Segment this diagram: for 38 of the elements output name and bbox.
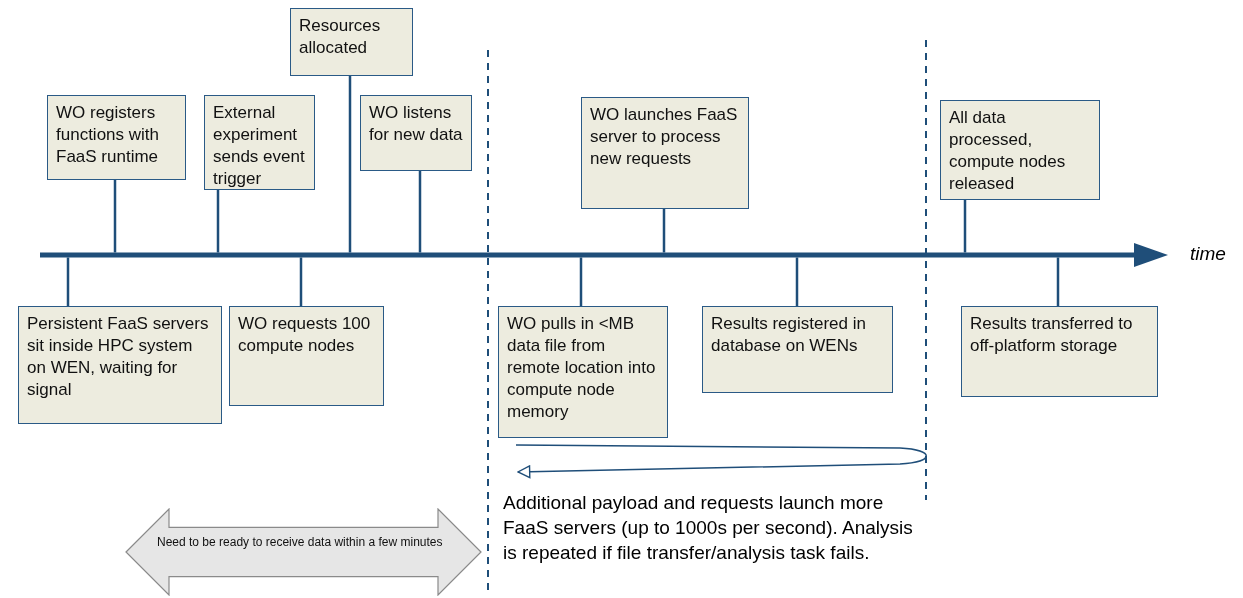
event-box (940, 100, 1100, 200)
event-text: WO listens for new data (369, 102, 463, 146)
stem-line (113, 180, 117, 253)
time-axis (40, 243, 1168, 267)
stem-line (66, 257, 70, 306)
event-text: Results registered in database on WENs (711, 313, 867, 357)
event-text: External experiment sends event trigger (213, 102, 306, 190)
event-text: Resources allocated (299, 15, 382, 59)
event-box (498, 306, 668, 438)
event-text: Results transferred to off-platform storage (970, 313, 1134, 357)
double-arrow (125, 508, 482, 596)
stem-line (299, 257, 303, 306)
event-box (581, 97, 749, 209)
stem-line (795, 257, 799, 306)
stem-line (579, 257, 583, 306)
event-text: All data processed, compute nodes released (949, 107, 1067, 195)
note-text: Additional payload and requests launch more FaaS servers (up to 1000s per second). Analysis is repeated if file transfer/analysis task fails. (503, 491, 913, 565)
stem-line (216, 190, 220, 253)
event-box (229, 306, 384, 406)
stem-line (662, 209, 666, 253)
event-box (702, 306, 893, 393)
event-text: WO launches FaaS server to process new requests (590, 104, 739, 170)
stem-line (1056, 257, 1060, 306)
event-box (18, 306, 222, 424)
arrow-text: Need to be ready to receive data within a few minutes (157, 534, 444, 551)
stem-line (418, 171, 422, 253)
event-box (360, 95, 472, 171)
event-text: WO pulls in <MB data file from remote location into compute node memory (507, 313, 657, 423)
event-text: WO requests 100 compute nodes (238, 313, 372, 357)
stem-line (963, 200, 967, 253)
stem-line (348, 76, 352, 253)
axis-label: time (1190, 243, 1226, 265)
event-text: Persistent FaaS servers sit inside HPC system on WEN, waiting for signal (27, 313, 210, 401)
event-box (47, 95, 186, 180)
event-text: WO registers functions with FaaS runtime (56, 102, 160, 168)
event-box (290, 8, 413, 76)
event-box (204, 95, 315, 190)
event-box (961, 306, 1158, 397)
